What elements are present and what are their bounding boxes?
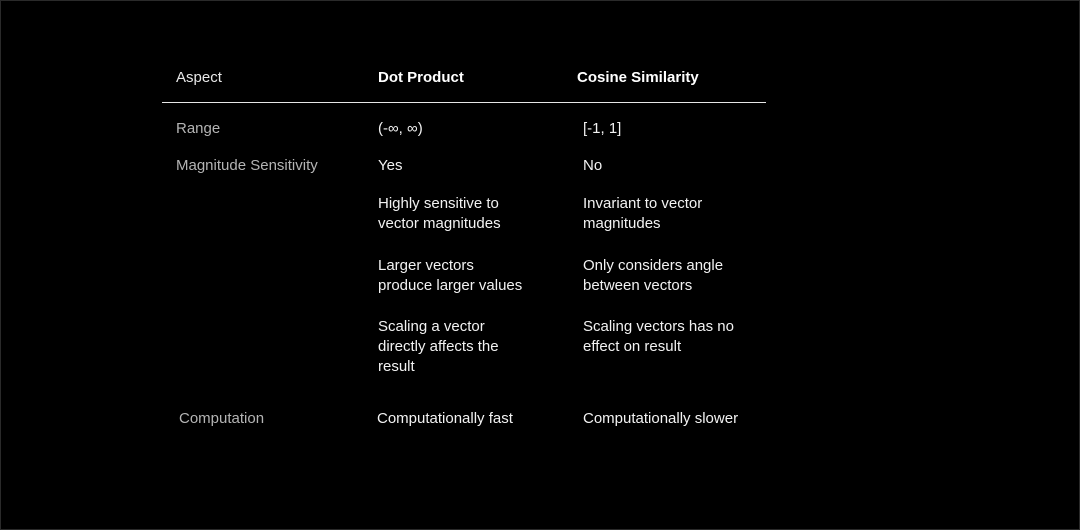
header-dot-product: Dot Product	[378, 69, 464, 86]
magnitude-dot-value: Yes	[378, 157, 403, 174]
header-cosine-similarity: Cosine Similarity	[577, 69, 699, 86]
dot-detail-line: directly affects the	[378, 338, 499, 355]
cosine-detail-line: Invariant to vector	[583, 195, 703, 212]
dot-detail-line: vector magnitudes	[378, 215, 501, 232]
row-label-range: Range	[176, 120, 221, 137]
range-dot-value: (-∞, ∞)	[378, 120, 423, 137]
dot-detail-line: result	[378, 358, 415, 375]
header-divider	[162, 102, 766, 103]
dot-detail-line: Larger vectors	[378, 257, 474, 274]
cosine-detail-line: Scaling vectors has no	[583, 318, 734, 335]
cosine-detail-line: effect on result	[583, 338, 682, 355]
computation-cosine-value: Computationally slower	[583, 410, 739, 427]
range-cosine-value: [-1, 1]	[583, 120, 622, 137]
row-label-computation: Computation	[179, 410, 265, 427]
dot-detail-line: produce larger values	[378, 277, 523, 294]
header-aspect: Aspect	[176, 69, 222, 86]
cosine-detail-line: magnitudes	[583, 215, 661, 232]
dot-detail-line: Scaling a vector	[378, 318, 485, 335]
computation-dot-value: Computationally fast	[377, 410, 513, 427]
dot-detail-line: Highly sensitive to	[378, 195, 499, 212]
magnitude-cosine-value: No	[583, 157, 603, 174]
cosine-detail-line: Only considers angle	[583, 257, 724, 274]
row-label-magnitude-sensitivity: Magnitude Sensitivity	[176, 157, 318, 174]
cosine-detail-line: between vectors	[583, 277, 693, 294]
